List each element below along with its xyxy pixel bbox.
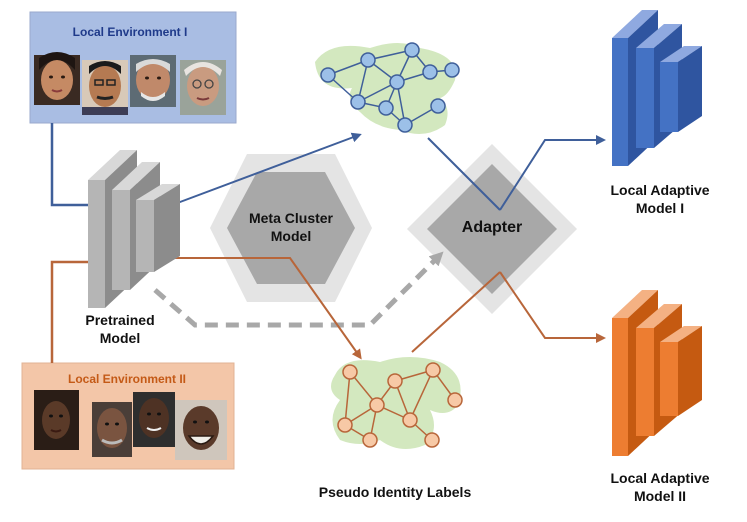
face-photo-8 bbox=[175, 400, 227, 460]
meta-cluster-hexagon bbox=[210, 154, 372, 302]
face-photo-4 bbox=[180, 60, 226, 115]
graph-node bbox=[350, 94, 366, 110]
local2-label-line2: Model II bbox=[633, 487, 687, 504]
pretrained-label-line1: Pretrained bbox=[85, 312, 155, 328]
meta-label-line1: Meta Cluster bbox=[248, 210, 334, 226]
blue-arrow-to-cluster-graph bbox=[171, 132, 362, 206]
graph-node bbox=[387, 373, 403, 389]
graph-node bbox=[342, 364, 358, 380]
face-photo-3 bbox=[130, 55, 176, 107]
pretrained-model-shape bbox=[88, 150, 180, 308]
face-photo-1 bbox=[34, 52, 80, 105]
pretrained-model-label: Pretrained Model bbox=[60, 312, 180, 347]
local-environment-2 bbox=[21, 362, 235, 470]
graph-node bbox=[389, 74, 405, 90]
graph-node bbox=[320, 67, 336, 83]
local-adaptive-model-2-label: Local Adaptive Model II bbox=[580, 470, 740, 505]
local1-label-line1: Local Adaptive bbox=[610, 182, 710, 198]
graph-node bbox=[337, 417, 353, 433]
meta-cluster-model-label: Meta Cluster Model bbox=[226, 210, 356, 245]
orange-arrow-to-local-model-2 bbox=[499, 271, 606, 343]
blue-arrow-to-local-model-1 bbox=[499, 135, 606, 211]
graph-node bbox=[424, 432, 440, 448]
meta-label-line2: Model bbox=[270, 227, 312, 244]
local-environment-1-title: Local Environment I bbox=[72, 25, 188, 39]
face-photo-6 bbox=[92, 402, 132, 457]
graph-node bbox=[402, 412, 418, 428]
local-adaptive-model-1-shape bbox=[612, 10, 702, 166]
env1-connector-line bbox=[50, 123, 92, 207]
graph-node bbox=[422, 64, 438, 80]
orange-line-graph-to-adapter bbox=[411, 271, 501, 353]
local2-label-line1: Local Adaptive bbox=[610, 470, 710, 486]
graph-node bbox=[447, 392, 463, 408]
face-photo-5 bbox=[34, 390, 79, 450]
blue-line-graph-to-adapter bbox=[427, 137, 501, 211]
adapter-label: Adapter bbox=[461, 219, 523, 236]
graph-node bbox=[378, 100, 394, 116]
orange-arrow-to-pseudo-graph bbox=[172, 257, 362, 360]
pseudo-identity-labels-label: Pseudo Identity Labels bbox=[318, 484, 472, 500]
graph-node bbox=[430, 98, 446, 114]
local-adaptive-model-1-label: Local Adaptive Model I bbox=[580, 182, 740, 217]
graph-node bbox=[362, 432, 378, 448]
local-environment-1 bbox=[29, 11, 237, 124]
graph-node bbox=[444, 62, 460, 78]
graph-node bbox=[404, 42, 420, 58]
local1-label-line2: Model I bbox=[635, 199, 685, 216]
local-adaptive-model-2-shape bbox=[612, 290, 702, 456]
face-photo-2 bbox=[82, 60, 128, 115]
adapter-diamond bbox=[407, 144, 577, 314]
face-photo-7 bbox=[133, 392, 175, 447]
dashed-arrow-to-adapter bbox=[153, 251, 444, 328]
graph-node bbox=[360, 52, 376, 68]
graph-node bbox=[369, 397, 385, 413]
pretrained-label-line2: Model bbox=[99, 329, 141, 346]
graph-node bbox=[397, 117, 413, 133]
graph-node bbox=[425, 362, 441, 378]
pseudo-identity-graph bbox=[331, 357, 463, 449]
env2-connector-line bbox=[50, 260, 92, 363]
local-environment-2-title: Local Environment II bbox=[67, 372, 187, 386]
meta-cluster-graph bbox=[315, 42, 460, 134]
